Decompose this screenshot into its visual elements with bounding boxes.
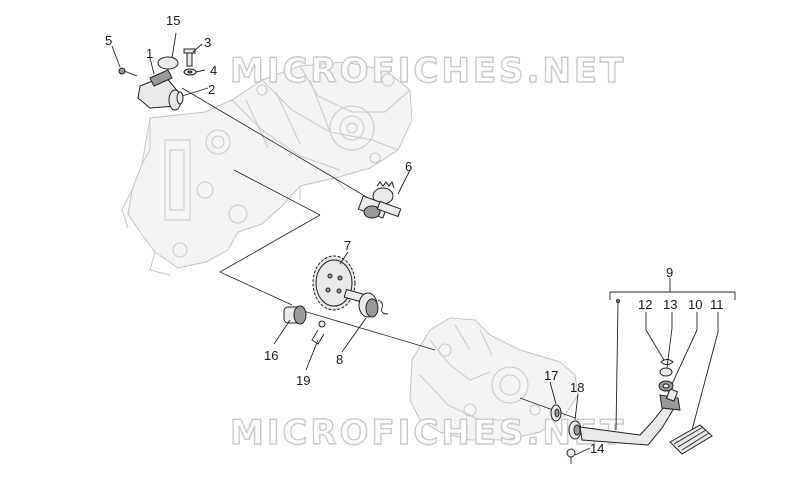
watermark-top: MICROFICHES.NET <box>230 51 626 91</box>
callout-6: 6 <box>405 159 412 174</box>
washer-part-4 <box>183 68 197 76</box>
crankcase-ghost <box>121 61 413 276</box>
bushing-part-16 <box>283 305 326 328</box>
callout-7: 7 <box>344 238 351 253</box>
starter-gear-part-7 <box>312 255 367 311</box>
pedal-rubber-part-11 <box>669 424 713 455</box>
callout-10: 10 <box>688 297 702 312</box>
callout-3: 3 <box>204 35 211 50</box>
callout-17: 17 <box>544 368 558 383</box>
kickstart-lever <box>579 388 681 446</box>
bolt-part-5 <box>118 67 138 77</box>
callout-9: 9 <box>666 265 673 280</box>
bendix-part-8 <box>358 292 389 318</box>
callout-14: 14 <box>590 441 604 456</box>
callout-4: 4 <box>210 63 217 78</box>
callout-2: 2 <box>208 82 215 97</box>
seal-part-17 <box>550 404 562 422</box>
cover-part-15 <box>157 56 179 70</box>
callout-16: 16 <box>264 348 278 363</box>
washer-stack-parts-12-13-10 <box>658 359 674 392</box>
screw-part-14 <box>566 448 576 464</box>
clip-part-19 <box>311 329 325 345</box>
callout-13: 13 <box>663 297 677 312</box>
callout-5: 5 <box>105 33 112 48</box>
bushing-part-18 <box>568 420 582 440</box>
callout-18: 18 <box>570 380 584 395</box>
callout-8: 8 <box>336 352 343 367</box>
callout-15: 15 <box>166 13 180 28</box>
watermark-bottom: MICROFICHES.NET <box>230 413 626 453</box>
starter-motor-part <box>137 69 184 111</box>
callout-1: 1 <box>146 46 153 61</box>
leader-lines <box>111 32 736 456</box>
callout-11: 11 <box>710 297 724 312</box>
callout-12: 12 <box>638 297 652 312</box>
screw-part-3 <box>183 48 196 67</box>
gear-shaft-part-6 <box>357 180 402 219</box>
assembly-axes <box>181 87 576 419</box>
callout-19: 19 <box>296 373 310 388</box>
